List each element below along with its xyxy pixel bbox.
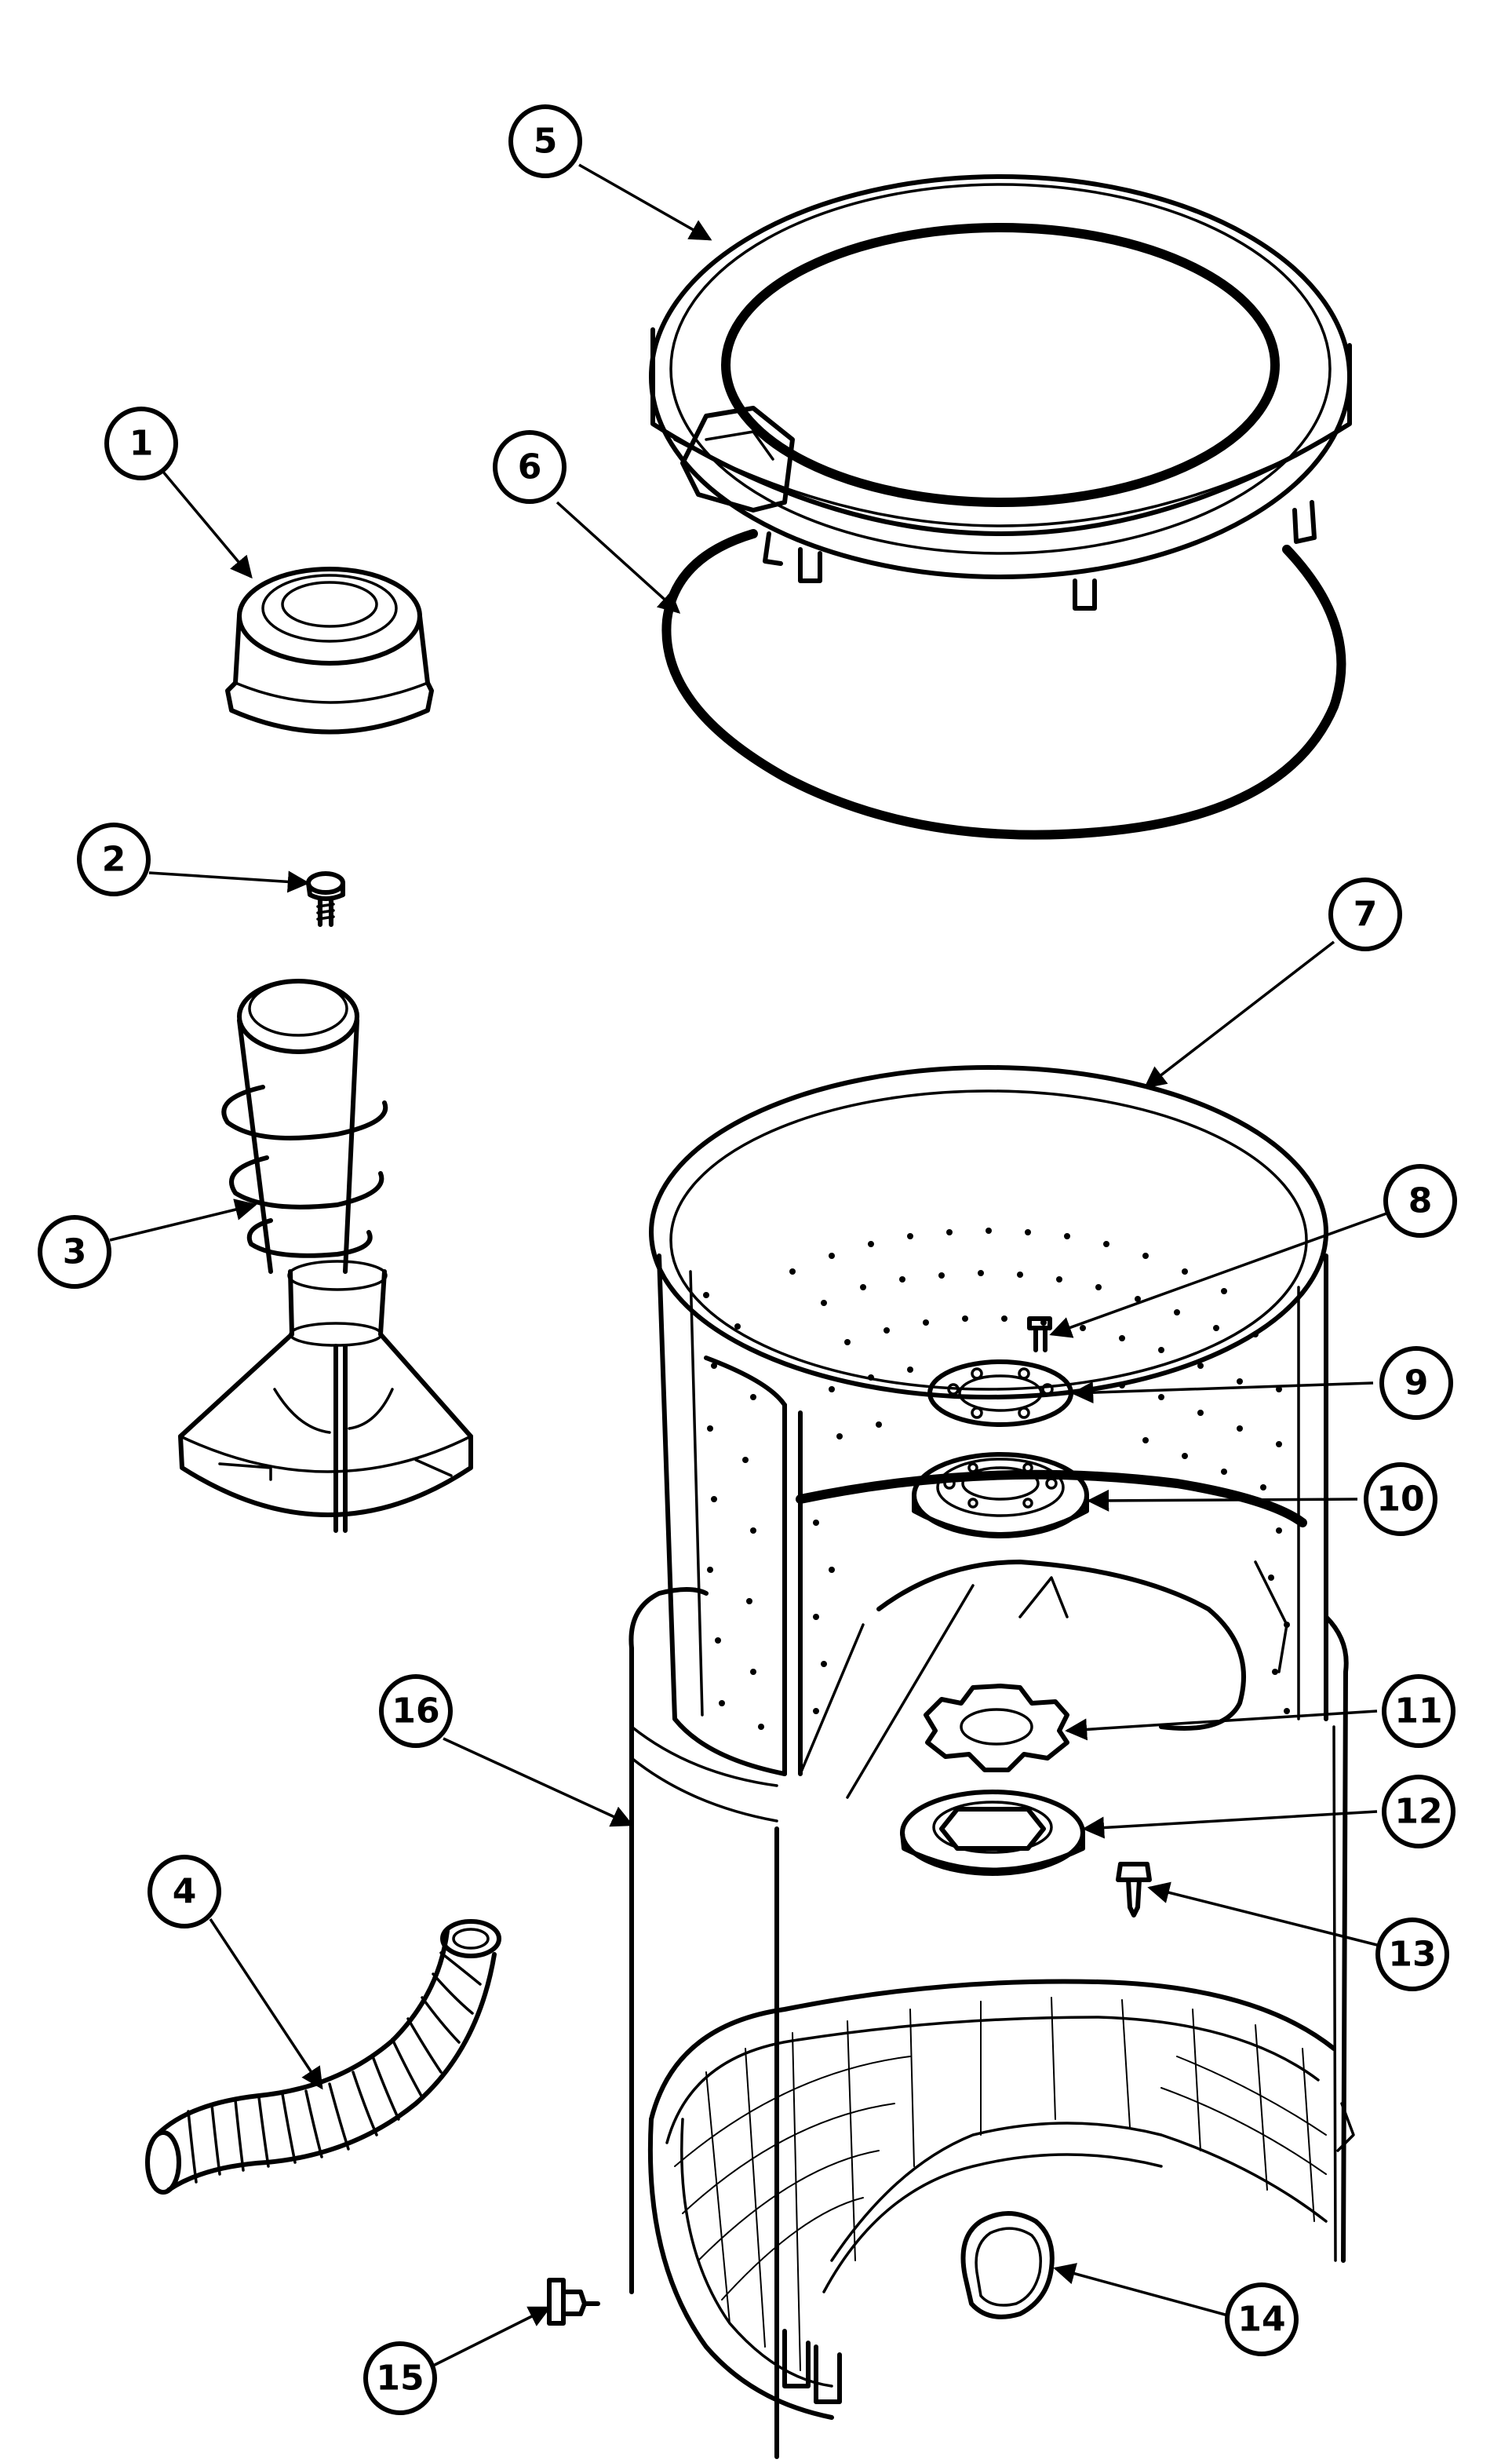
part-basket-hub bbox=[912, 1452, 1089, 1538]
callout-number: 5 bbox=[534, 122, 558, 162]
callout-8: 8 bbox=[1383, 1164, 1457, 1238]
callout-number: 16 bbox=[392, 1691, 439, 1731]
callout-9: 9 bbox=[1379, 1346, 1453, 1420]
callout-number: 11 bbox=[1394, 1691, 1442, 1731]
callout-number: 14 bbox=[1237, 2300, 1285, 2340]
callout-number: 3 bbox=[63, 1232, 87, 1272]
part-basket-bolt bbox=[1027, 1316, 1052, 1352]
part-seal bbox=[900, 1790, 1085, 1876]
part-hose-clamp bbox=[960, 2211, 1055, 2319]
callout-number: 2 bbox=[102, 840, 126, 880]
callout-12: 12 bbox=[1382, 1775, 1456, 1848]
callout-number: 4 bbox=[173, 1872, 197, 1912]
callout-16: 16 bbox=[379, 1674, 453, 1748]
callout-5: 5 bbox=[508, 104, 582, 178]
callout-number: 7 bbox=[1354, 895, 1378, 935]
callout-number: 15 bbox=[376, 2359, 424, 2399]
callout-number: 1 bbox=[129, 424, 154, 464]
callout-3: 3 bbox=[38, 1215, 111, 1289]
callout-11: 11 bbox=[1382, 1674, 1456, 1748]
part-fastener-clip bbox=[547, 2278, 600, 2326]
callout-number: 10 bbox=[1376, 1480, 1424, 1520]
callout-13: 13 bbox=[1375, 1917, 1449, 1991]
callout-number: 12 bbox=[1394, 1792, 1442, 1832]
callout-number: 6 bbox=[518, 447, 542, 487]
part-gasket bbox=[927, 1359, 1073, 1427]
part-drain-hose bbox=[145, 1919, 501, 2195]
part-cap bbox=[225, 567, 434, 735]
callout-number: 9 bbox=[1405, 1363, 1429, 1403]
part-agitator bbox=[178, 979, 473, 1533]
callout-14: 14 bbox=[1225, 2282, 1299, 2356]
callout-number: 13 bbox=[1388, 1935, 1436, 1975]
callout-number: 8 bbox=[1408, 1181, 1433, 1221]
callout-2: 2 bbox=[77, 823, 151, 896]
callout-10: 10 bbox=[1364, 1462, 1437, 1536]
part-outer-tub bbox=[628, 1587, 1355, 2459]
part-spin-basket bbox=[649, 1065, 1328, 1799]
part-screw bbox=[1116, 1862, 1152, 1917]
callout-6: 6 bbox=[493, 430, 567, 504]
leader-lines bbox=[109, 163, 1390, 2368]
part-tub-ring bbox=[649, 174, 1352, 611]
callout-7: 7 bbox=[1328, 878, 1402, 951]
part-lock-washer bbox=[924, 1684, 1069, 1772]
callout-15: 15 bbox=[363, 2341, 437, 2415]
callout-1: 1 bbox=[104, 407, 178, 480]
part-tub-seal bbox=[661, 529, 1346, 840]
part-bolt bbox=[306, 871, 345, 927]
callout-4: 4 bbox=[148, 1855, 221, 1928]
